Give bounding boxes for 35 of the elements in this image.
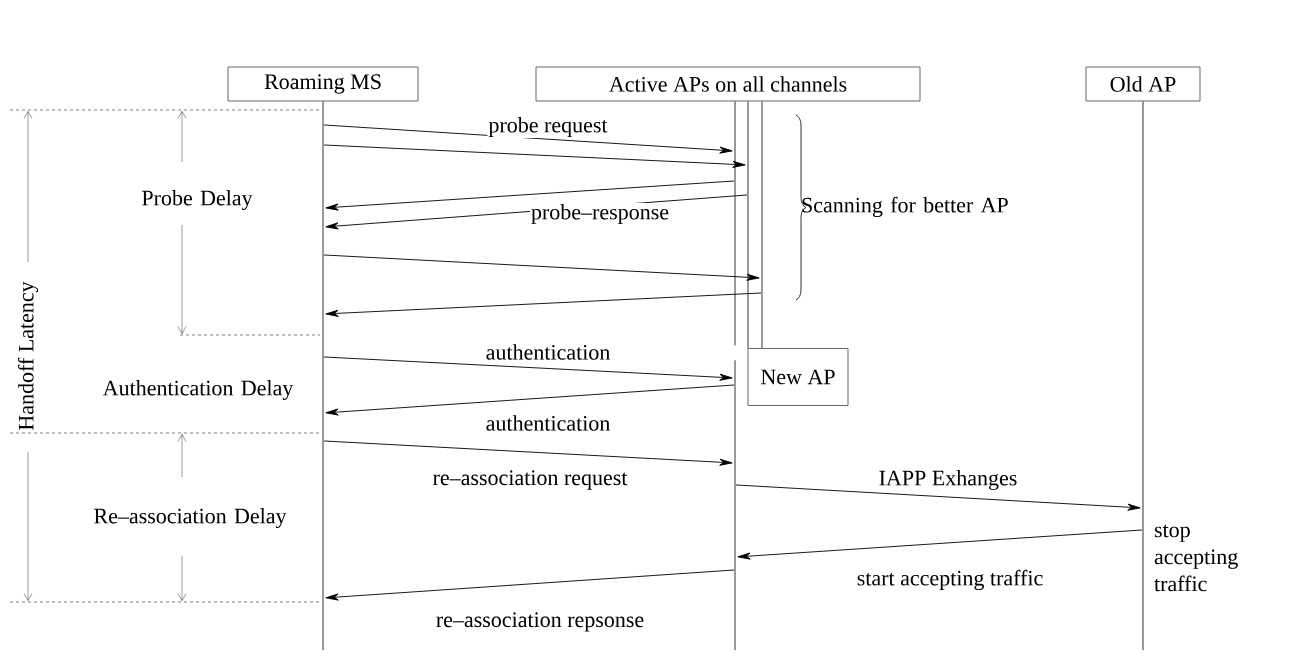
arrow xyxy=(323,356,733,381)
edge-label: probe–response xyxy=(529,203,671,225)
arrow xyxy=(323,124,733,154)
dimension-label: Re–association Delay xyxy=(94,508,287,528)
arrow xyxy=(323,440,733,466)
arrow xyxy=(737,529,1143,560)
edge-label: authentication xyxy=(484,343,612,361)
arrow xyxy=(735,484,1141,511)
lifeline xyxy=(761,101,763,349)
note: Scanning for better AP xyxy=(802,196,1008,218)
participant-box: Active APs on all channels xyxy=(535,66,921,102)
arrow xyxy=(325,180,735,211)
edge-label: start accepting traffic xyxy=(855,568,1045,592)
lifeline xyxy=(734,101,736,346)
lifeline xyxy=(734,360,736,651)
lifeline xyxy=(322,101,324,651)
arrow xyxy=(325,384,735,416)
arrow xyxy=(323,144,746,168)
participant-box: Roaming MS xyxy=(227,66,419,102)
arrow xyxy=(325,569,735,601)
dimension-label: Authentication Delay xyxy=(102,380,294,400)
participant-box: New AP xyxy=(747,348,849,406)
arrow xyxy=(325,292,762,317)
edge-label: IAPP Exhanges xyxy=(877,469,1019,491)
dimension-label: Handoff Latency xyxy=(16,280,40,432)
arrow xyxy=(323,254,760,281)
edge-label: re–association repsonse xyxy=(434,611,646,633)
dimension-label: Probe Delay xyxy=(142,190,253,210)
note: stop accepting traffic xyxy=(1154,524,1238,592)
edge-label: authentication xyxy=(484,414,612,432)
participant-box: Old AP xyxy=(1085,66,1201,102)
lifeline xyxy=(747,101,749,349)
lifeline xyxy=(1142,101,1144,651)
edge-label: probe request xyxy=(487,116,609,138)
edge-label: re–association request xyxy=(431,469,629,491)
